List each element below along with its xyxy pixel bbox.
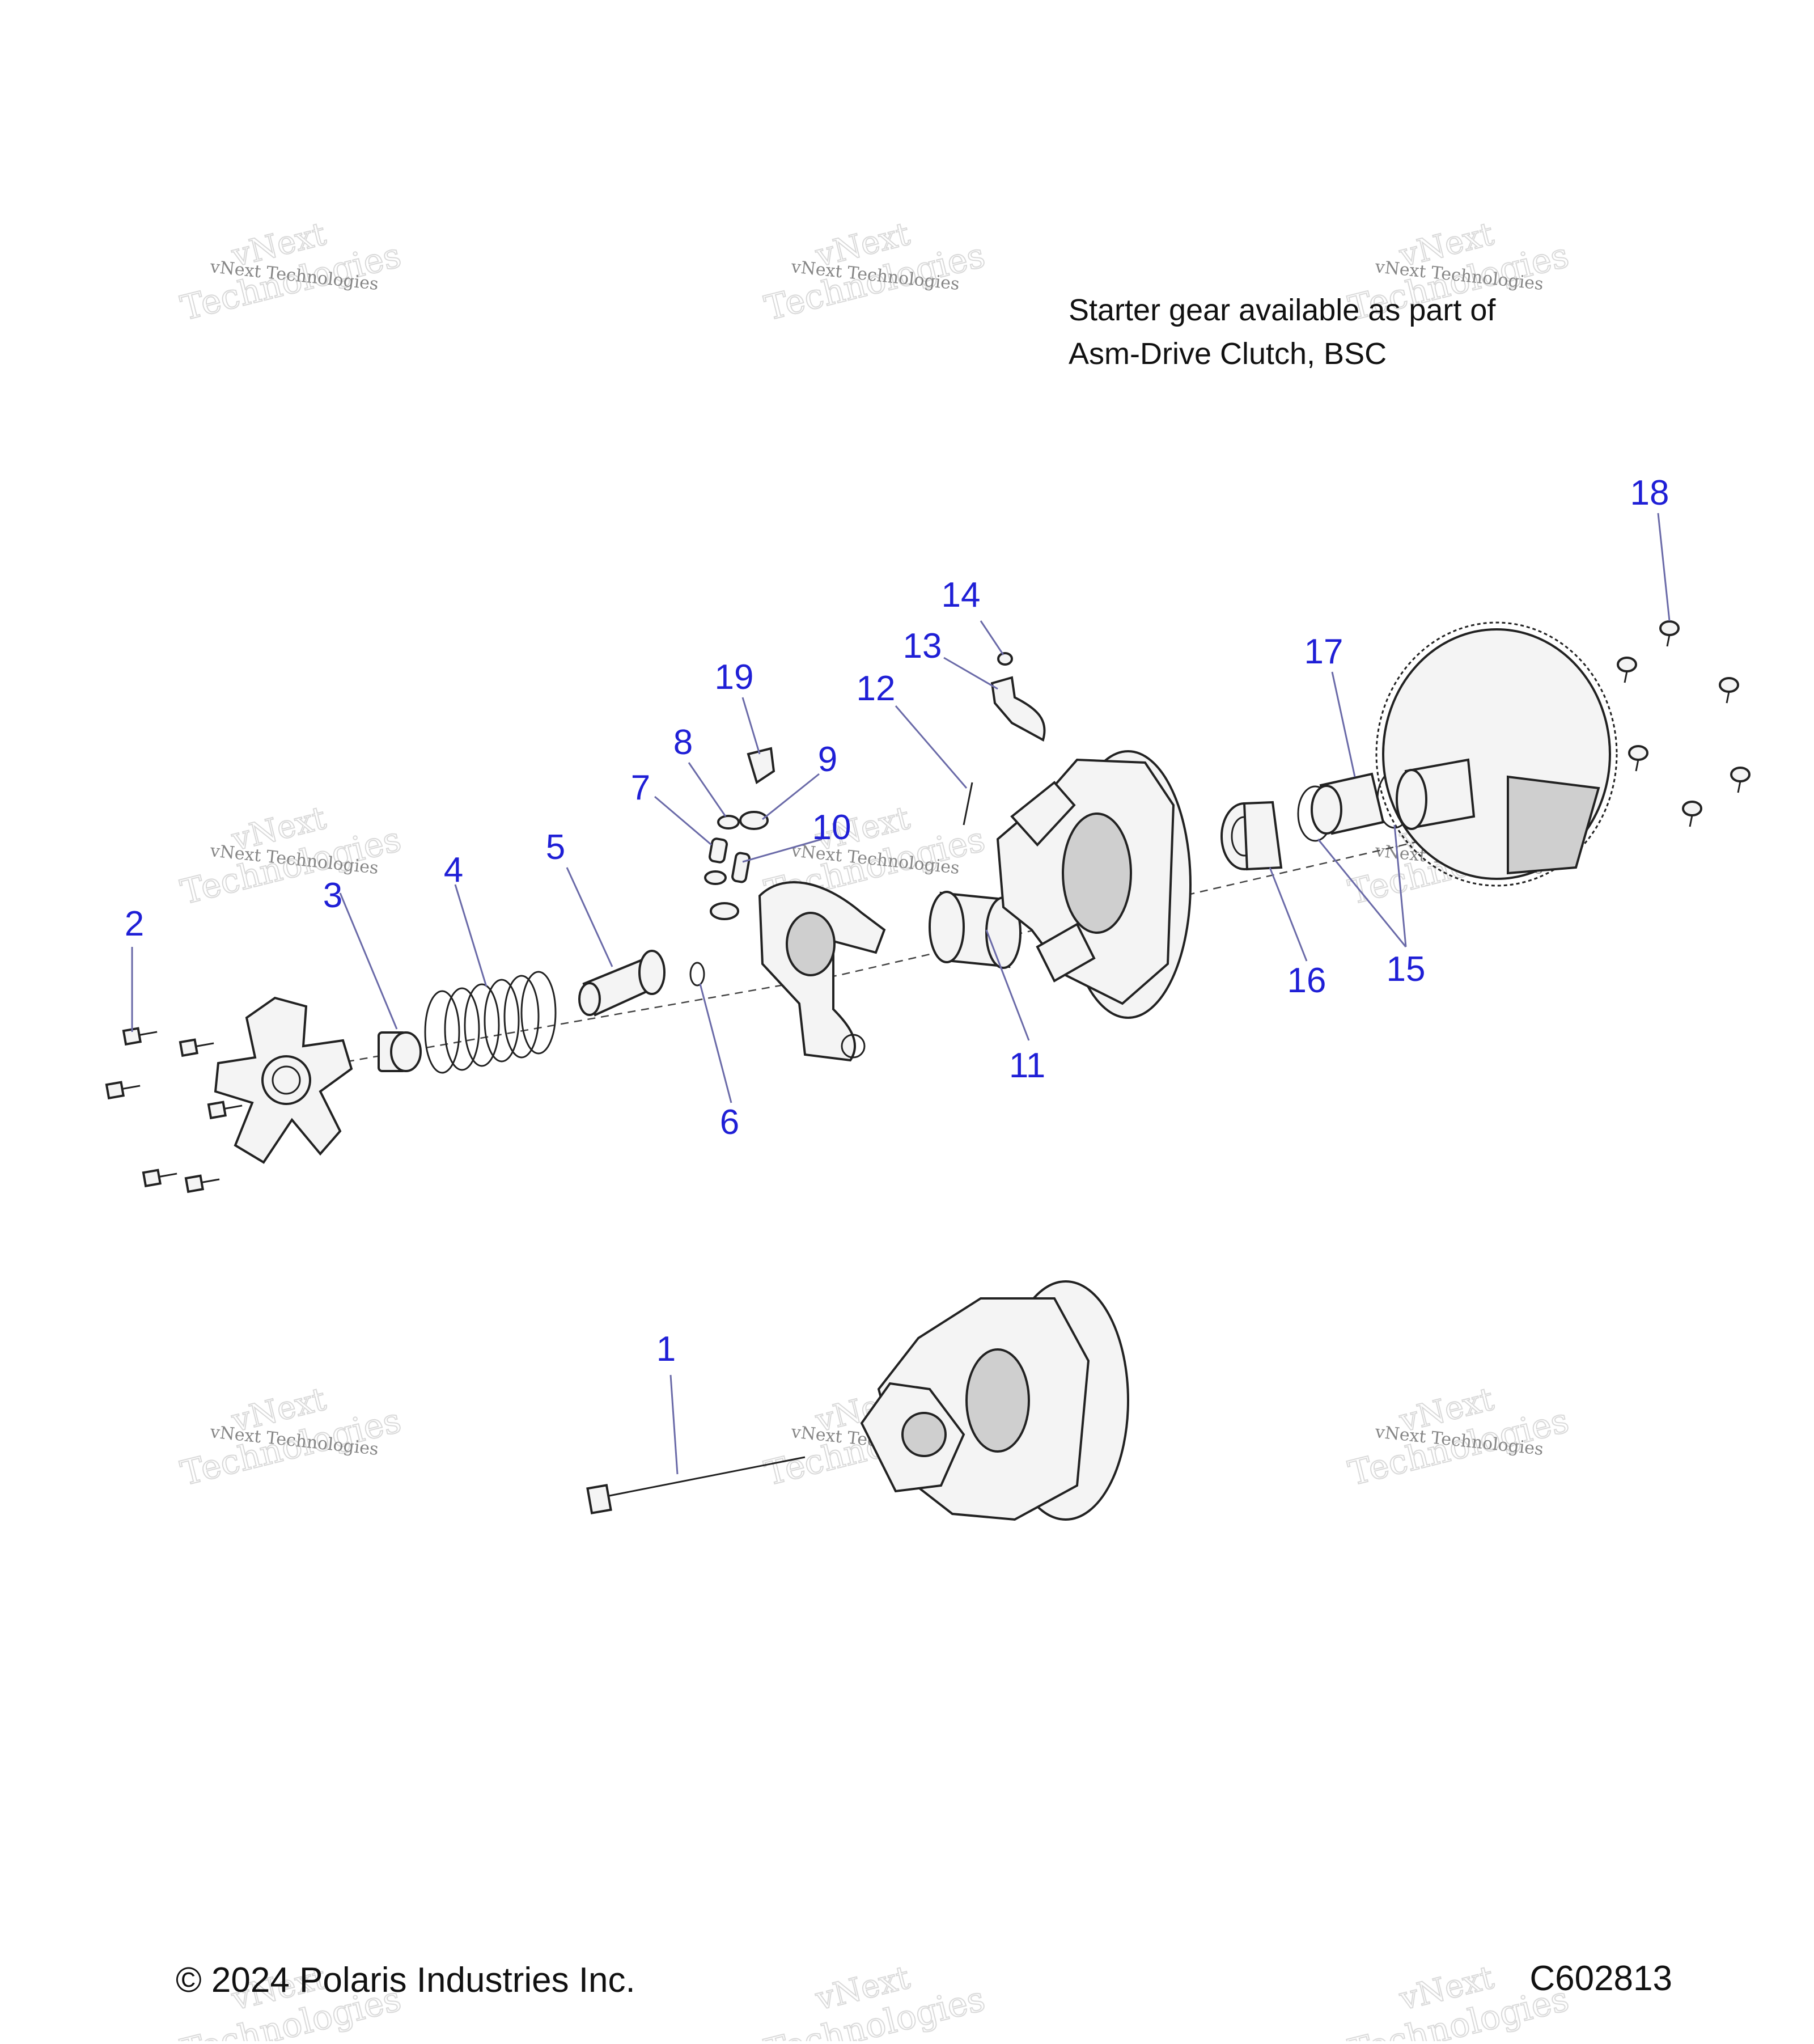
watermark-logo: vNext Technologies [176,1380,405,1494]
callout-19: 19 [715,658,754,697]
nut [997,652,1013,666]
callout-numbers: 1 2 3 4 5 6 7 8 9 10 11 12 13 14 15 16 1… [125,473,1669,1369]
roller-arm [758,881,886,1062]
copyright-text: © 2024 Polaris Industries Inc. [176,1961,635,2000]
callout-16: 16 [1287,961,1326,1000]
clip [747,747,775,785]
watermark-logo: vNext Technologies [176,215,405,329]
bearing [1220,801,1283,871]
callout-3: 3 [323,876,342,915]
callout-8: 8 [673,723,693,762]
stationary-sheave [1375,621,1618,887]
spider-plate [214,996,353,1164]
callout-4: 4 [444,850,463,890]
bolt-group [105,1027,243,1194]
callout-9: 9 [818,740,837,779]
sleeve [578,950,666,1017]
callout-14: 14 [942,575,981,615]
callout-1: 1 [656,1330,676,1369]
callout-17: 17 [1304,632,1343,671]
roller-parts [704,811,769,920]
note-line-1: Starter gear available as part of [1069,293,1496,327]
watermark-group: vNext Technologies vNext Technologies vN… [176,215,1573,2044]
spacer [1311,772,1385,835]
callout-6: 6 [720,1103,739,1142]
flyweight [990,676,1046,742]
callout-15: 15 [1387,950,1426,989]
bushing [378,1031,422,1072]
watermark-logo: vNext Technologies [760,215,989,329]
pin [963,782,973,826]
callout-5: 5 [546,828,565,867]
spring [424,971,557,1074]
diagram-code: C602813 [1529,1959,1672,1998]
callout-10: 10 [812,808,851,847]
leader-lines [131,513,1671,1475]
watermark-logo: vNext Technologies [760,1958,989,2044]
o-ring [689,962,705,987]
callout-7: 7 [631,768,650,807]
callout-12: 12 [857,669,896,708]
note-line-2: Asm-Drive Clutch, BSC [1069,337,1387,371]
callout-2: 2 [125,904,144,943]
callout-13: 13 [903,627,942,666]
moveable-sheave [996,750,1192,1019]
callout-11: 11 [1009,1046,1045,1085]
assembly-axis-line [306,838,1429,1070]
screw-group [1617,620,1751,827]
watermark-logo: vNext Technologies [176,799,405,913]
drive-clutch-assembly [586,1280,1129,1521]
watermark-logo: vNext Technologies [1344,1380,1573,1494]
callout-18: 18 [1630,473,1669,513]
